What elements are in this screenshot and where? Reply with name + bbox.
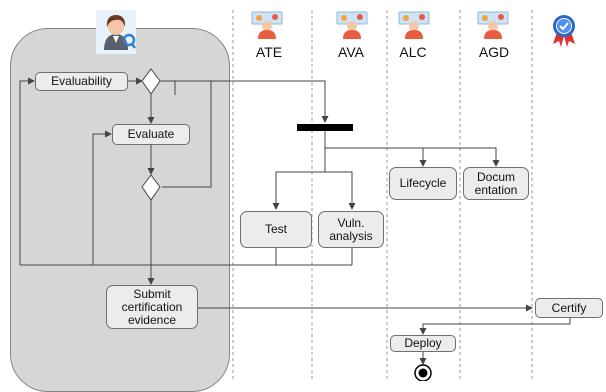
- developer-team-icon: [477, 11, 509, 39]
- developer-team-icon: [251, 11, 283, 39]
- lane-separators: [232, 10, 533, 381]
- certification-badge-icon: [553, 15, 575, 47]
- deploy-activity[interactable]: Deploy: [390, 335, 456, 352]
- lane-label-alc: ALC: [399, 44, 427, 60]
- decision-diamond: [141, 68, 161, 95]
- documentation-activity[interactable]: Docum entation: [463, 167, 529, 200]
- vulnerability-analysis-activity[interactable]: Vuln. analysis: [318, 211, 384, 248]
- developer-team-icon: [398, 11, 430, 39]
- decision-diamond: [141, 174, 161, 201]
- lifecycle-activity[interactable]: Lifecycle: [389, 167, 457, 200]
- evaluator-avatar-icon: [96, 10, 136, 54]
- lane-label-agd: AGD: [478, 44, 510, 60]
- test-activity[interactable]: Test: [240, 211, 312, 248]
- fork-bar: [297, 124, 353, 131]
- lane-label-ate: ATE: [255, 44, 283, 60]
- developer-team-icon: [336, 11, 368, 39]
- evaluate-activity[interactable]: Evaluate: [112, 124, 190, 145]
- submit-evidence-activity[interactable]: Submit certification evidence: [106, 285, 198, 329]
- evaluability-activity[interactable]: Evaluability: [35, 72, 128, 91]
- certify-activity[interactable]: Certify: [535, 298, 603, 318]
- diagram-edges: [19, 10, 575, 381]
- workflow-diagram: ATE AVA ALC AGD Evaluability Evaluate Su…: [10, 10, 603, 392]
- lane-label-ava: AVA: [338, 44, 364, 60]
